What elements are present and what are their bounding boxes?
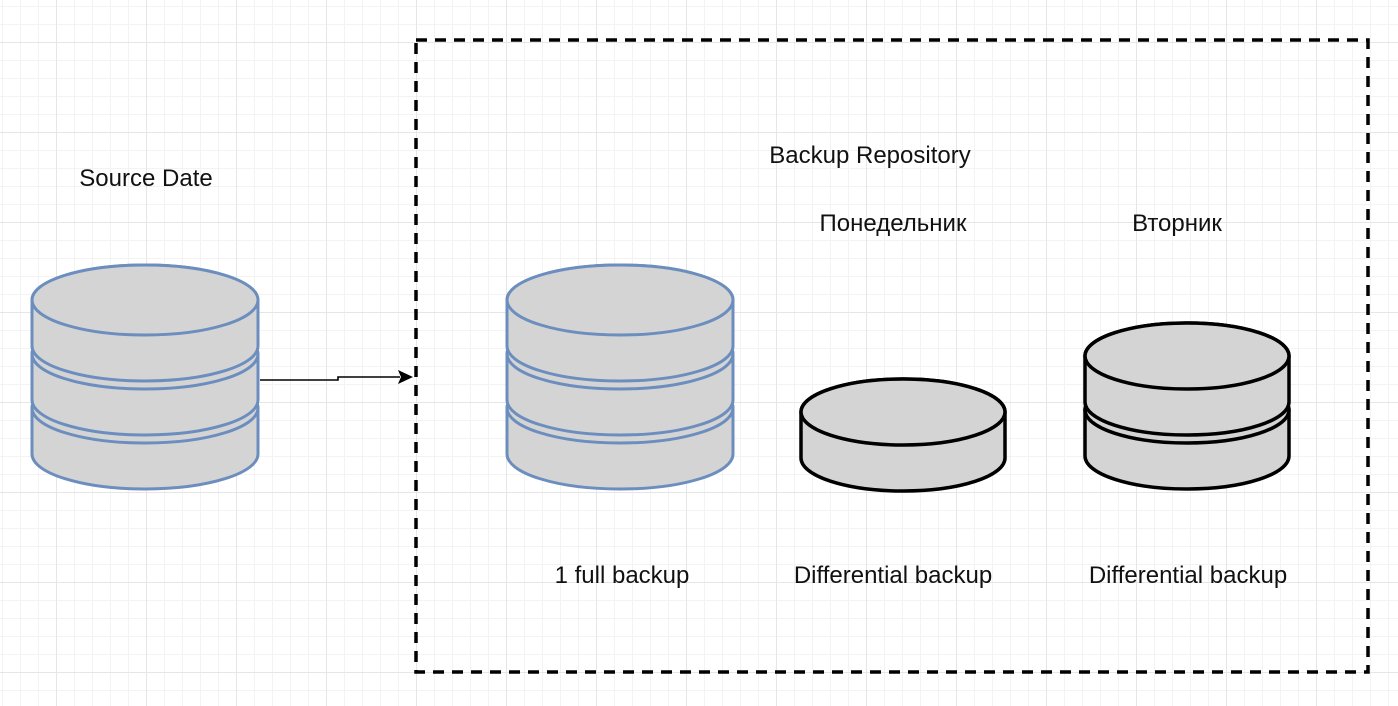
source-database-icon[interactable]	[30, 263, 260, 491]
tuesday-label: Вторник	[1132, 210, 1222, 237]
monday-label: Понедельник	[819, 210, 967, 237]
backup-repository-label: Backup Repository	[769, 142, 971, 169]
source-label: Source Date	[79, 165, 213, 192]
disk-top	[799, 377, 1007, 447]
tuesday-backup-database-icon[interactable]	[1083, 321, 1291, 491]
disk-top	[30, 263, 260, 337]
disk-top	[505, 263, 735, 337]
full-backup-label: 1 full backup	[554, 562, 690, 589]
monday-differential-label: Differential backup	[793, 562, 993, 589]
tuesday-differential-label: Differential backup	[1088, 562, 1288, 589]
disk-top	[1083, 321, 1291, 391]
full-backup-database-icon[interactable]	[505, 263, 735, 491]
source-to-repository-connector[interactable]	[260, 370, 413, 384]
monday-backup-database-icon[interactable]	[799, 377, 1007, 493]
connector-line	[260, 376, 400, 381]
backup-repository-container[interactable]	[414, 38, 1370, 674]
arrow-head-icon	[398, 370, 413, 384]
